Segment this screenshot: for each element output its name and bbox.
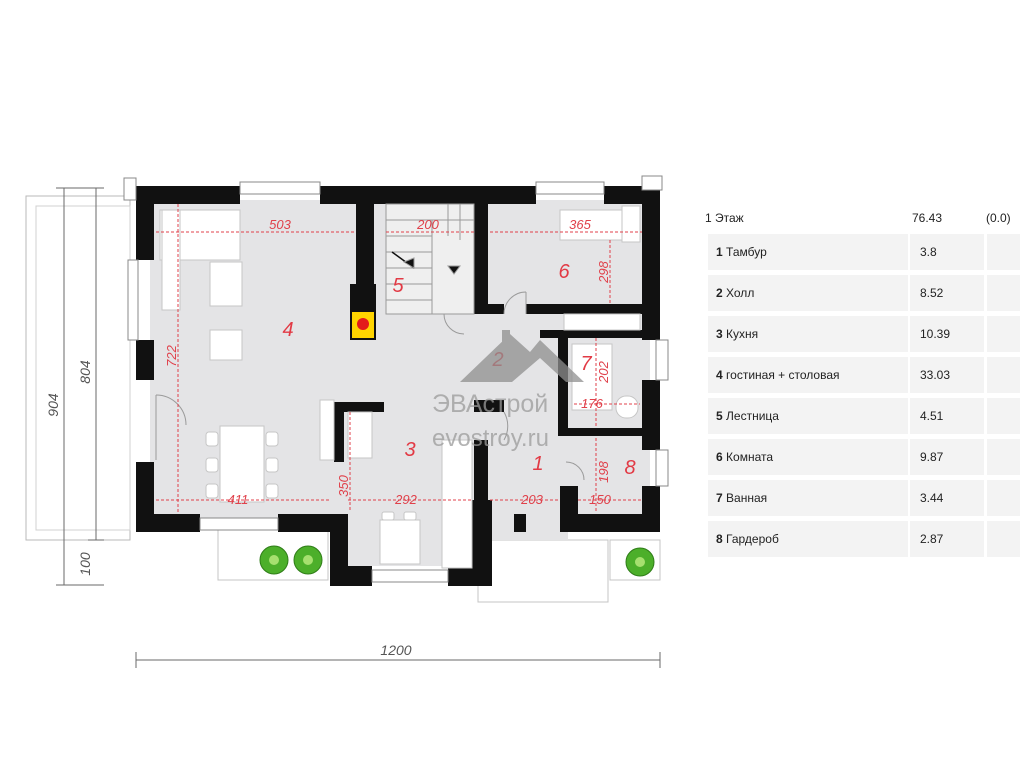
dim-411: 411 (228, 492, 249, 507)
floor-name: 1 Этаж (705, 211, 744, 225)
legend-blank-cell (987, 275, 1020, 311)
dim-200: 200 (416, 217, 439, 232)
legend-room-number: 5 (716, 409, 723, 423)
room-number-4: 4 (282, 319, 293, 341)
floor-vestibule (488, 470, 568, 540)
terrace-inner (35, 205, 131, 531)
dim-176: 176 (581, 396, 603, 411)
terrace (25, 195, 131, 541)
dim-365: 365 (569, 217, 591, 232)
legend-room-number: 8 (716, 532, 723, 546)
legend-room-cell: 8 Гардероб (708, 521, 908, 557)
legend-room-area: 10.39 (910, 316, 984, 352)
legend-room-cell: 3 Кухня (708, 316, 908, 352)
staircase (385, 203, 475, 315)
legend-blank-cell (987, 439, 1020, 475)
legend-room-cell: 6 Комната (708, 439, 908, 475)
legend-room-name: Ванная (726, 491, 768, 505)
walls (136, 186, 660, 586)
legend-room-name: Тамбур (726, 245, 767, 259)
legend-room-name: Кухня (726, 327, 759, 341)
dim-150: 150 (589, 492, 611, 507)
overall-dimensions (56, 187, 661, 668)
legend-room-number: 7 (716, 491, 723, 505)
watermark-site: evostroy.ru (432, 425, 549, 452)
legend-room-number: 1 (716, 245, 723, 259)
legend-blank-cell (987, 480, 1020, 516)
legend-room-name: Гардероб (726, 532, 779, 546)
dim-503: 503 (269, 217, 291, 232)
room-number-3: 3 (404, 439, 415, 461)
legend-room-number: 3 (716, 327, 723, 341)
legend-room-area: 33.03 (910, 357, 984, 393)
legend-room-number: 2 (716, 286, 723, 300)
dim-202: 202 (596, 360, 611, 383)
floor-plan: 904 804 100 1200 503 200 365 298 722 202… (25, 175, 669, 668)
legend-room-cell: 4 гостиная + столовая (708, 357, 908, 393)
legend-room-name: Холл (726, 286, 755, 300)
legend-room-name: Комната (726, 450, 774, 464)
floor-area: 76.43 (912, 211, 943, 225)
dim-298: 298 (596, 260, 611, 283)
legend-room-number: 4 (716, 368, 723, 382)
room-number-5: 5 (392, 275, 404, 297)
dim-offset-bottom: 100 (77, 552, 93, 576)
legend-blank-cell (987, 521, 1020, 557)
legend-room-area: 4.51 (910, 398, 984, 434)
legend-room-name: гостиная + столовая (726, 368, 840, 382)
legend-room-cell: 5 Лестница (708, 398, 908, 434)
legend-room-number: 6 (716, 450, 723, 464)
dim-722: 722 (164, 344, 179, 366)
dimension-lines (156, 204, 642, 512)
legend-blank-cell (987, 398, 1020, 434)
legend-room-area: 9.87 (910, 439, 984, 475)
watermark-logo: ЭВАстрой evostroy.ru (432, 330, 584, 452)
porch-entrance (477, 539, 609, 603)
legend-room-area: 3.44 (910, 480, 984, 516)
windows (123, 175, 669, 583)
furniture (159, 205, 641, 569)
dim-350: 350 (336, 474, 351, 496)
doors (155, 291, 585, 481)
room-number-8: 8 (624, 457, 635, 479)
legend-blank-cell (987, 316, 1020, 352)
room-number-7: 7 (580, 353, 592, 375)
legend-room-area: 2.87 (910, 521, 984, 557)
dim-total-width: 1200 (380, 642, 411, 658)
dim-203: 203 (520, 492, 543, 507)
dim-198: 198 (596, 460, 611, 482)
dim-total-height: 904 (45, 393, 61, 417)
room-number-1: 1 (532, 453, 543, 475)
floor-extra: (0.0) (986, 211, 1011, 225)
trees (259, 545, 655, 577)
watermark-brand: ЭВАстрой (432, 390, 548, 418)
legend-blank-cell (987, 234, 1020, 270)
legend-room-name: Лестница (726, 409, 779, 423)
legend-header: 1 Этаж 76.43 (0.0) (700, 205, 1020, 229)
legend-room-cell: 1 Тамбур (708, 234, 908, 270)
dim-main-height: 804 (77, 360, 93, 384)
legend-room-area: 8.52 (910, 275, 984, 311)
legend-room-cell: 7 Ванная (708, 480, 908, 516)
fire-icon (357, 318, 369, 330)
room-number-6: 6 (558, 261, 570, 283)
legend-room-area: 3.8 (910, 234, 984, 270)
legend-blank-cell (987, 357, 1020, 393)
dim-292: 292 (394, 492, 417, 507)
legend-room-cell: 2 Холл (708, 275, 908, 311)
